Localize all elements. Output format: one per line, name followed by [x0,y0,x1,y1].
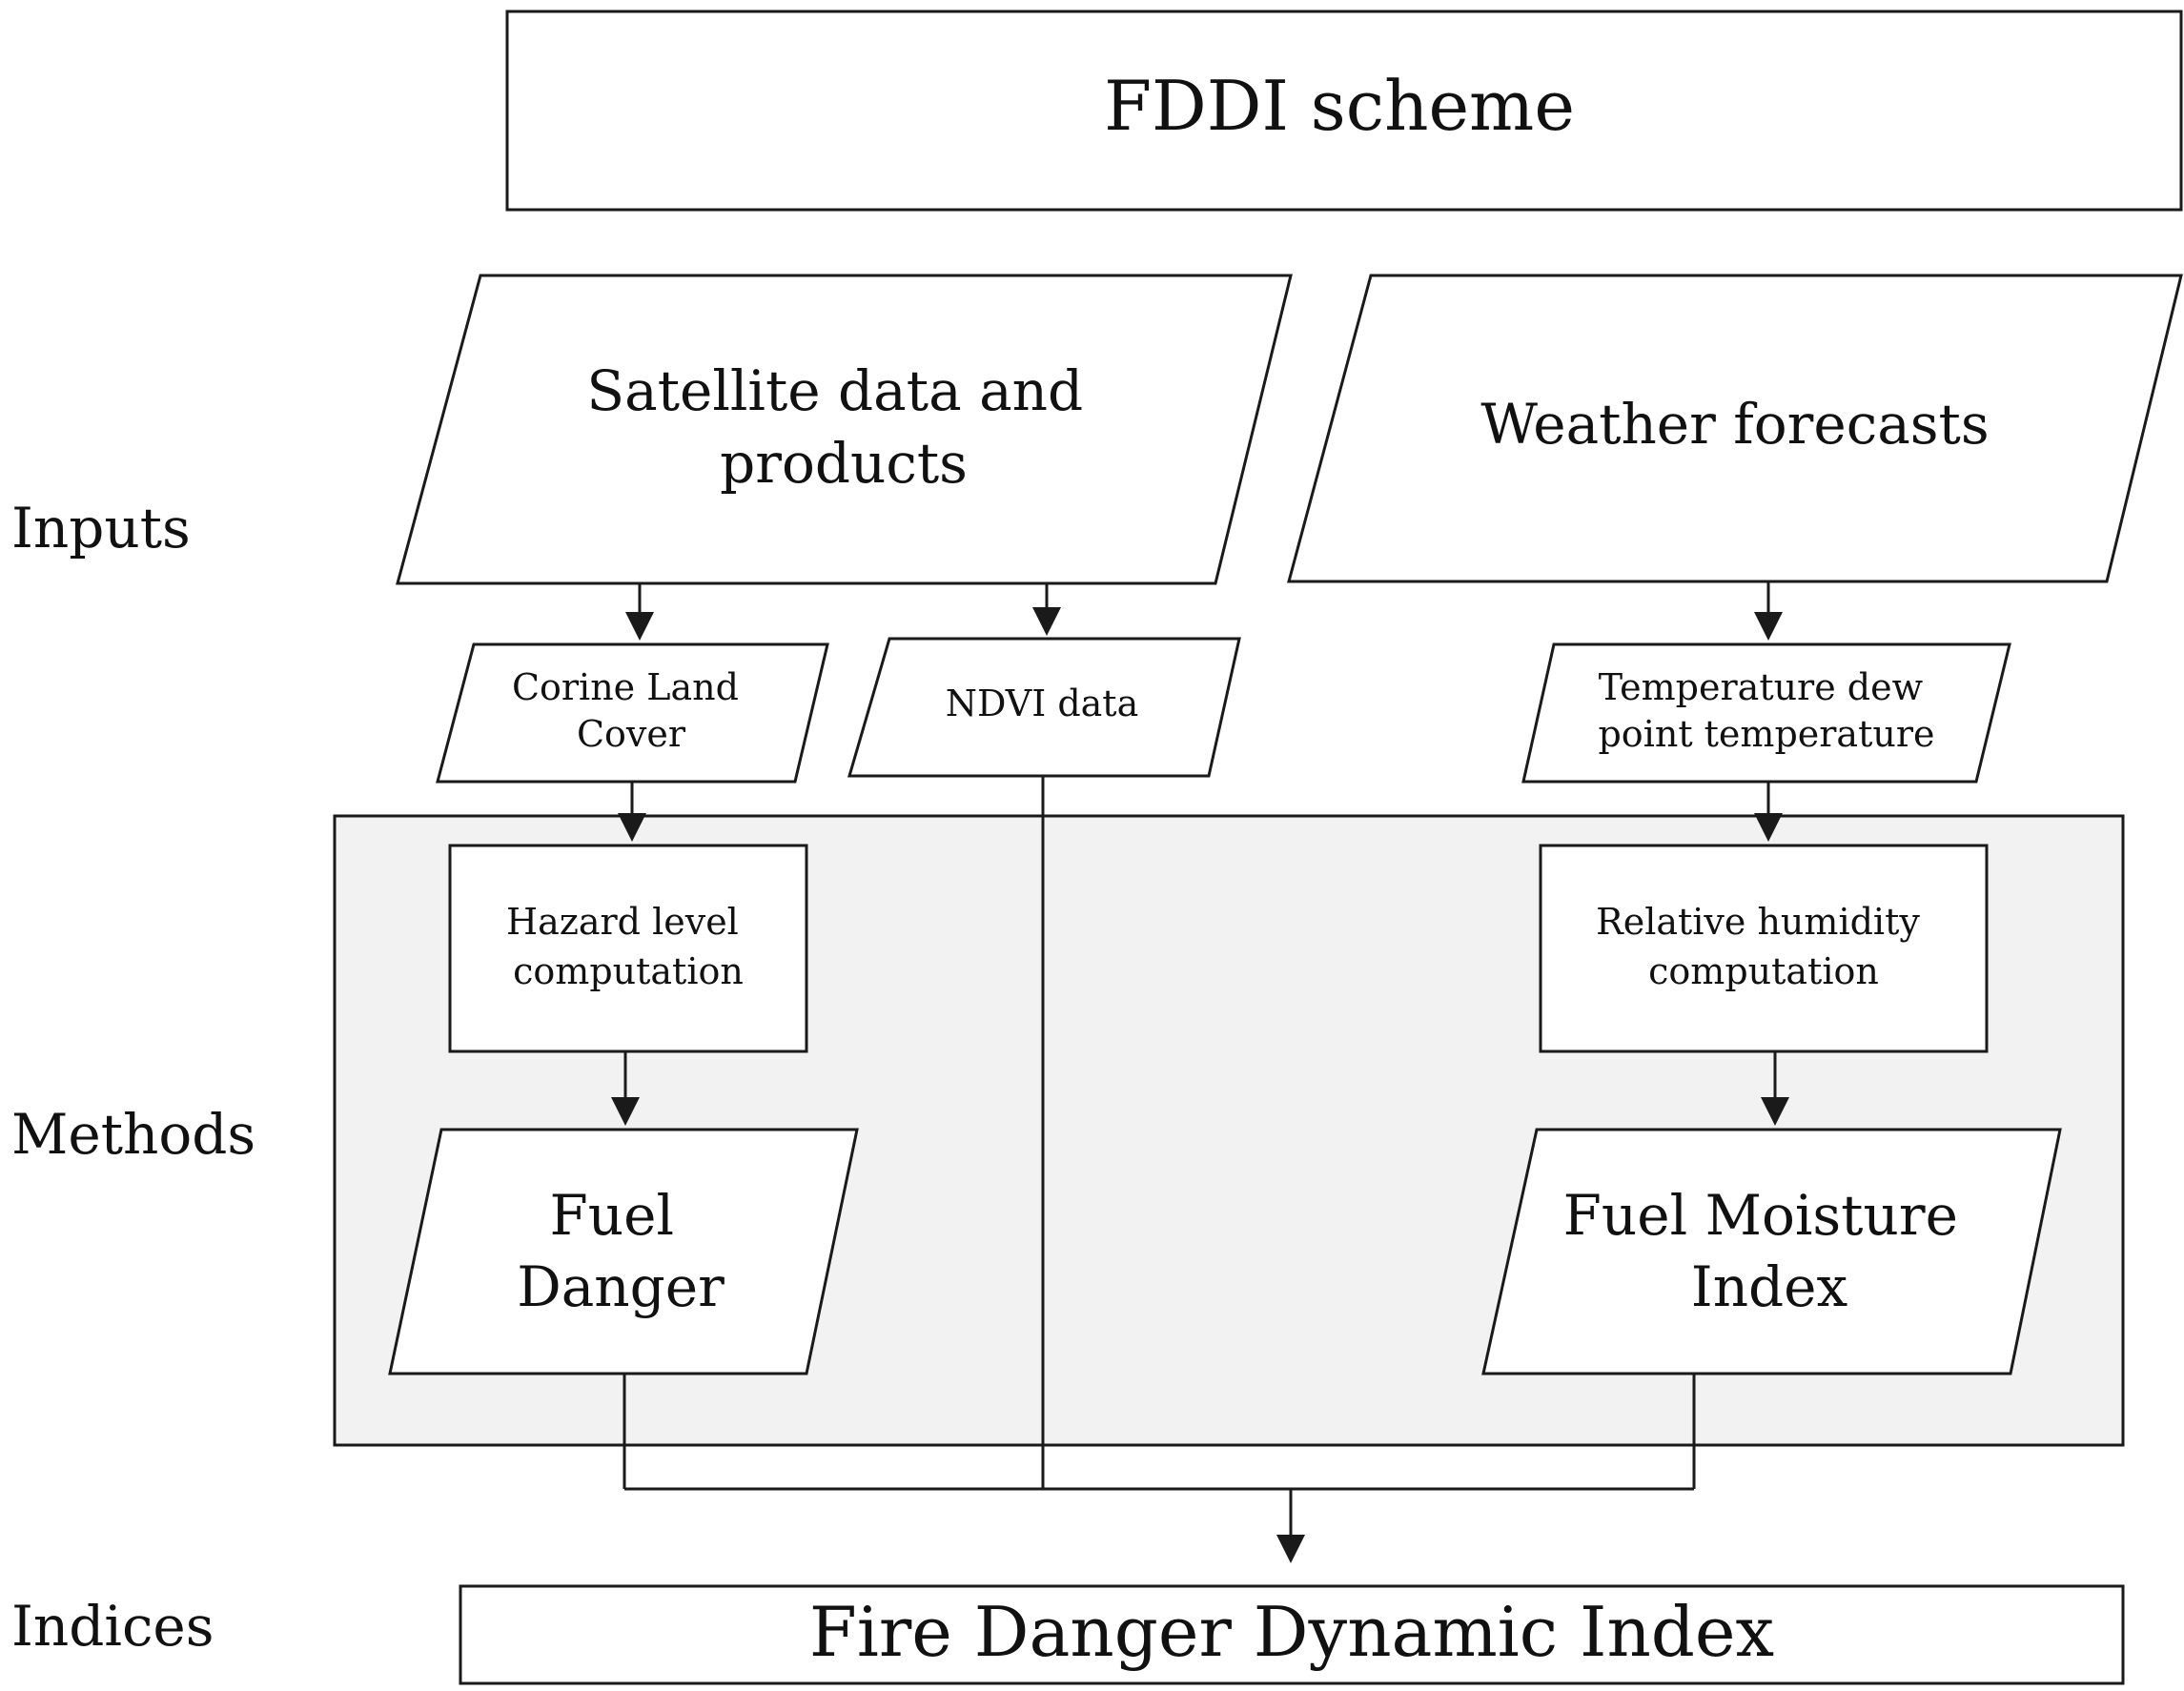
corine-line-2: Cover [577,713,686,755]
fire-danger-index-label: Fire Danger Dynamic Index [809,1592,1774,1672]
satellite-data-shape [396,274,1293,585]
fire-danger-index-box [459,1584,2125,1685]
hazard-level-box [448,844,808,1053]
satellite-data-line-2: products [720,431,968,496]
hazard-line-1: Hazard level [506,901,739,943]
fuel-moisture-line-1: Fuel Moisture [1563,1183,1958,1248]
row-label-indices: Indices [11,1594,214,1659]
weather-forecasts-shape [1287,274,2183,583]
temperature-line-1: Temperature dew [1599,666,1924,708]
fuel-moisture-line-2: Index [1691,1254,1847,1319]
corine-line-1: Corine Land [512,666,739,708]
corine-land-cover-shape [436,642,829,784]
humidity-line-1: Relative humidity [1596,901,1920,943]
humidity-line-2: computation [1648,950,1879,992]
temperature-dew-point-label: Temperature dew point temperature [1598,666,1934,755]
ndvi-data-shape [847,637,1241,778]
fuel-danger-line-1: Fuel [550,1183,674,1248]
temperature-line-2: point temperature [1598,713,1934,755]
fuel-moisture-index-shape [1481,1128,2062,1375]
title-text: FDDI scheme [1104,66,1575,146]
hazard-level-label: Hazard level computation [506,901,750,992]
fuel-danger-label: Fuel Danger [517,1183,725,1319]
fuel-danger-shape [388,1128,859,1375]
row-label-methods: Methods [11,1102,255,1167]
temperature-dew-point-shape [1521,642,2011,784]
fuel-moisture-index-label: Fuel Moisture Index [1563,1183,1976,1319]
title-box [505,10,2183,212]
fuel-danger-line-2: Danger [517,1254,725,1319]
corine-land-cover-label: Corine Land Cover [512,666,750,755]
hazard-line-2: computation [513,950,744,992]
ndvi-data-label: NDVI data [946,683,1139,724]
satellite-data-line-1: Satellite data and [586,358,1083,423]
relative-humidity-label: Relative humidity computation [1596,901,1931,992]
relative-humidity-box [1539,844,1989,1053]
row-label-inputs: Inputs [11,496,191,560]
weather-forecasts-label: Weather forecasts [1480,392,1989,457]
satellite-data-label: Satellite data and products [586,358,1100,496]
